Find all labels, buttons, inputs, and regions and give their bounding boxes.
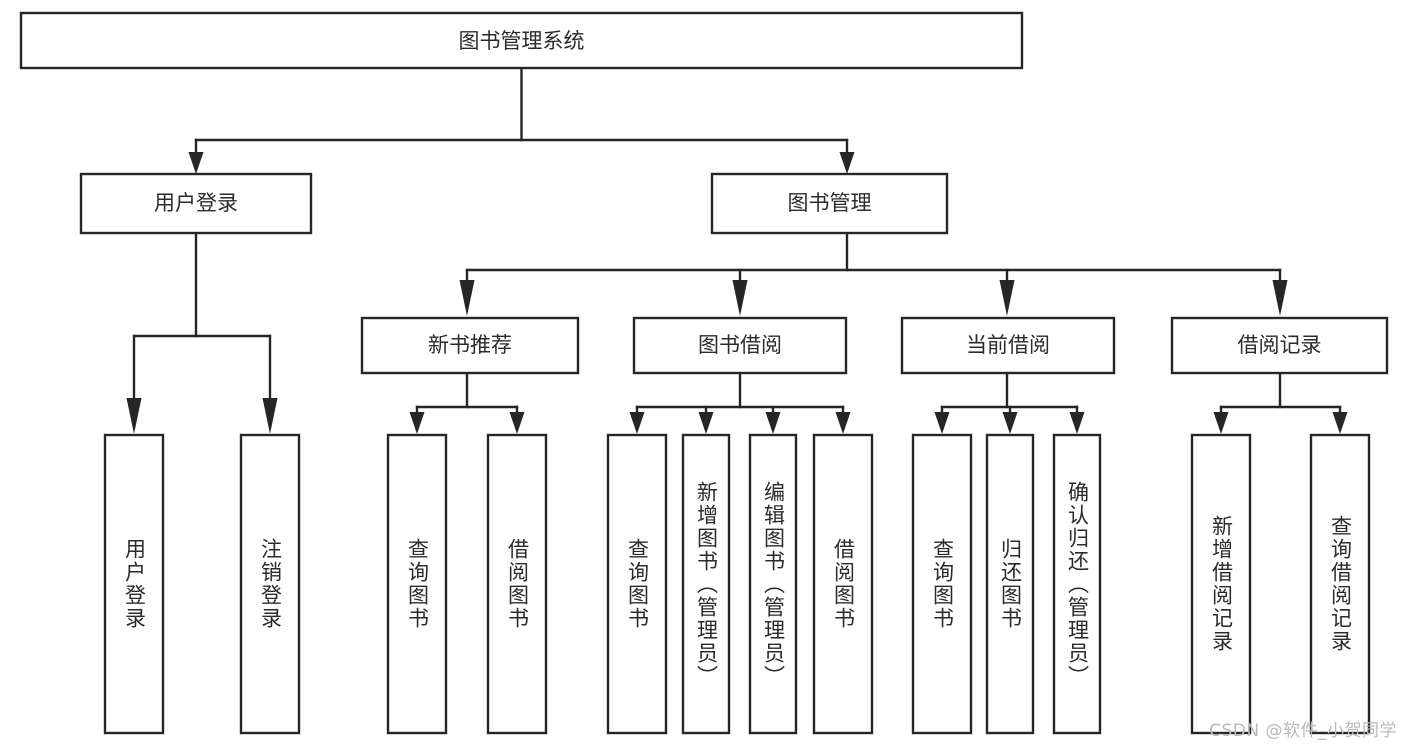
node-new-book-recommend-box[interactable]	[360, 316, 580, 375]
node-new-book-recommend[interactable]: 新书推荐	[360, 316, 580, 375]
arrow-head-leaf-return-book	[1002, 412, 1018, 434]
leaf-box-borrow-book-1[interactable]	[486, 433, 548, 735]
node-current-borrow-label: 当前借阅	[966, 333, 1050, 357]
arrow-head-leaf-query-book-2	[629, 412, 645, 434]
connector-userlogin-to-leaves	[126, 231, 278, 434]
leaf-box-user-logout[interactable]	[239, 433, 301, 735]
leaf-box-add-record[interactable]	[1190, 433, 1252, 735]
connector-currentborrow-to-leaves	[934, 371, 1085, 434]
leaf-box-borrow-book-2[interactable]	[812, 433, 874, 735]
arrow-head-leaf-query-book-3	[934, 412, 950, 434]
node-borrow-record[interactable]: 借阅记录	[1170, 316, 1389, 375]
node-book-borrow-label: 图书借阅	[698, 333, 782, 357]
connector-root-to-level2	[188, 66, 855, 174]
arrow-head-leaf-borrow-book-2	[835, 412, 851, 434]
node-root-box[interactable]	[19, 11, 1024, 70]
connector-newbook-to-leaves	[409, 371, 525, 434]
node-book-manage[interactable]: 图书管理	[710, 172, 949, 235]
arrow-head-leaf-user-logout	[262, 398, 278, 434]
csdn-watermark: CSDN @软件_小贺同学	[1209, 721, 1397, 741]
leaf-box-return-book[interactable]	[985, 433, 1035, 735]
leaf-box-query-record[interactable]	[1309, 433, 1371, 735]
node-current-borrow-box[interactable]	[900, 316, 1116, 375]
node-user-login[interactable]: 用户登录	[79, 172, 313, 235]
node-book-borrow-box[interactable]	[632, 316, 848, 375]
leaf-box-edit-book[interactable]	[748, 433, 798, 735]
leaf-box-query-book-3[interactable]	[911, 433, 973, 735]
arrow-head-leaf-user-login	[126, 398, 142, 434]
node-book-manage-label: 图书管理	[788, 191, 872, 215]
arrow-head-leaf-add-book	[698, 412, 714, 434]
leaf-box-confirm-return[interactable]	[1052, 433, 1102, 735]
node-borrow-record-box[interactable]	[1170, 316, 1389, 375]
node-user-login-box[interactable]	[79, 172, 313, 235]
arrow-head-leaf-query-record	[1332, 412, 1348, 434]
node-current-borrow[interactable]: 当前借阅	[900, 316, 1116, 375]
node-root[interactable]: 图书管理系统	[19, 11, 1024, 70]
node-new-book-recommend-label: 新书推荐	[428, 333, 512, 357]
leaf-box-user-login[interactable]	[103, 433, 165, 735]
arrow-head-user-login	[188, 152, 204, 174]
arrow-head-leaf-add-record	[1213, 412, 1229, 434]
node-root-label: 图书管理系统	[459, 29, 585, 53]
arrow-head-current-borrow	[999, 280, 1015, 316]
node-user-login-label: 用户登录	[154, 191, 238, 215]
node-book-manage-box[interactable]	[710, 172, 949, 235]
arrow-head-new-book-recommend	[459, 280, 475, 316]
leaf-box-query-book-1[interactable]	[386, 433, 448, 735]
arrow-head-leaf-borrow-book-1	[509, 412, 525, 434]
leaf-box-add-book[interactable]	[681, 433, 731, 735]
arrow-head-leaf-edit-book	[765, 412, 781, 434]
arrow-head-book-borrow	[732, 280, 748, 316]
arrow-head-leaf-confirm-return	[1069, 412, 1085, 434]
leaf-box-query-book-2[interactable]	[606, 433, 668, 735]
arrow-head-book-manage	[839, 152, 855, 174]
node-book-borrow[interactable]: 图书借阅	[632, 316, 848, 375]
node-borrow-record-label: 借阅记录	[1238, 333, 1322, 357]
connector-bookmanage-to-level3	[459, 231, 1288, 316]
connector-bookborrow-to-leaves	[629, 371, 851, 434]
connector-borrowrecord-to-leaves	[1213, 371, 1348, 434]
arrow-head-borrow-record	[1272, 280, 1288, 316]
arrow-head-leaf-query-book-1	[409, 412, 425, 434]
